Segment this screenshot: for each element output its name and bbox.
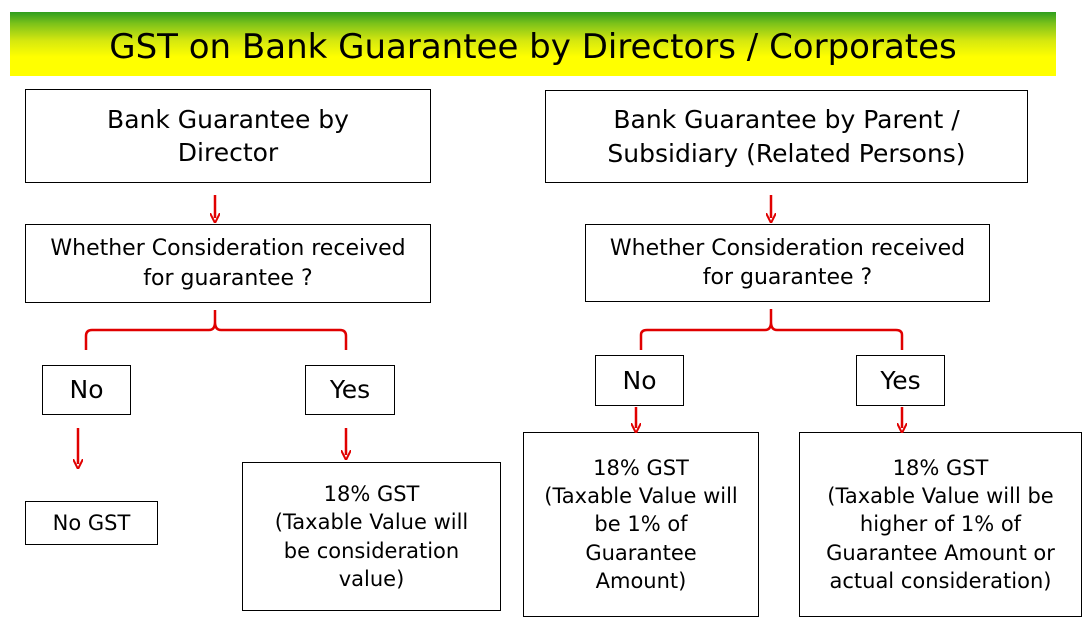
right-brace — [639, 309, 904, 350]
left-question-box: Whether Consideration received for guara… — [25, 224, 431, 303]
title-banner: GST on Bank Guarantee by Directors / Cor… — [10, 12, 1056, 76]
right-yes-label: Yes — [880, 365, 921, 395]
left-header-box: Bank Guarantee by Director — [25, 89, 431, 183]
right-header-box: Bank Guarantee by Parent / Subsidiary (R… — [545, 90, 1028, 183]
left-question-text: Whether Consideration received for guara… — [50, 236, 406, 291]
right-yes-result-text: 18% GST (Taxable Value will be higher of… — [826, 456, 1055, 593]
left-header-text: Bank Guarantee by Director — [107, 104, 349, 168]
right-question-box: Whether Consideration received for guara… — [585, 224, 990, 302]
right-yes-box: Yes — [856, 355, 945, 406]
left-yes-box: Yes — [305, 365, 395, 415]
left-no-result-box: No GST — [25, 501, 158, 545]
right-no-result-box: 18% GST (Taxable Value will be 1% of Gua… — [523, 432, 759, 617]
right-no-box: No — [595, 355, 684, 406]
right-yes-result-box: 18% GST (Taxable Value will be higher of… — [799, 432, 1082, 617]
right-header-text: Bank Guarantee by Parent / Subsidiary (R… — [607, 105, 966, 168]
left-yes-result-box: 18% GST (Taxable Value will be considera… — [242, 462, 501, 611]
left-yes-result-text: 18% GST (Taxable Value will be considera… — [274, 482, 469, 591]
left-brace — [84, 310, 348, 350]
right-question-text: Whether Consideration received for guara… — [609, 235, 966, 290]
left-yes-label: Yes — [329, 375, 371, 405]
page-title: GST on Bank Guarantee by Directors / Cor… — [109, 27, 957, 67]
right-no-result-text: 18% GST (Taxable Value will be 1% of Gua… — [544, 456, 738, 593]
left-no-result-text: No GST — [52, 510, 131, 535]
right-no-label: No — [622, 365, 657, 395]
left-no-box: No — [42, 365, 131, 415]
left-no-label: No — [69, 375, 104, 405]
